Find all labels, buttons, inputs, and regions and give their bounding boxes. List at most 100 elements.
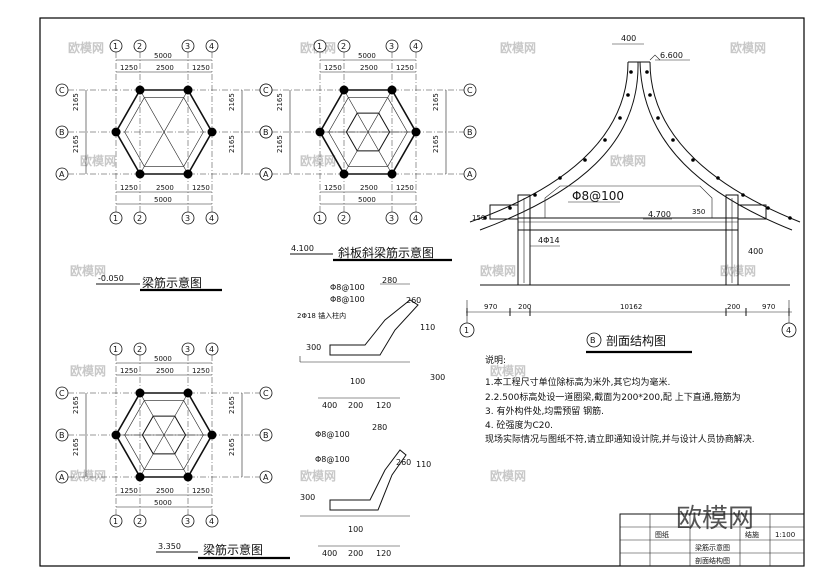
dim-text: 200	[348, 549, 363, 558]
axis-bubble	[181, 211, 195, 225]
rebar-dot	[583, 158, 587, 162]
axis-bubble	[109, 39, 123, 53]
dim-text: 300	[430, 373, 445, 382]
axis-label: C	[467, 86, 473, 95]
axis-label: 3	[389, 42, 394, 51]
note-line: 3. 有外构件处,均需预留 钢筋.	[485, 405, 604, 417]
dim-text: 200	[518, 303, 531, 311]
axis-label: 4	[209, 345, 214, 354]
rebar-dot	[508, 206, 512, 210]
dim-text: 280	[382, 276, 397, 285]
axis-bubble	[133, 39, 147, 53]
watermark-text: 欧模网	[730, 40, 766, 55]
column-node	[111, 430, 121, 440]
axis-label: 1	[113, 42, 118, 51]
axis-label: B	[467, 128, 473, 137]
plan-level: 4.100	[291, 244, 314, 253]
dim-text: 2165	[228, 93, 236, 111]
title-cell: 梁筋示意图	[695, 543, 730, 552]
dim-text: 5000	[154, 355, 172, 363]
axis-label: 1	[113, 345, 118, 354]
axis-bubble	[181, 342, 195, 356]
dim-text: 1250	[324, 64, 342, 72]
axis-bubble	[109, 514, 123, 528]
rebar-label: Φ8@100	[572, 189, 624, 203]
sheet-frame	[39, 17, 805, 567]
dim-text: 2500	[156, 184, 174, 192]
dim-text: 110	[416, 460, 431, 469]
axis-label: 3	[185, 214, 190, 223]
dim-text: 2500	[360, 64, 378, 72]
rebar-dot	[603, 138, 607, 142]
dim-text: 970	[484, 303, 497, 311]
note-line: 2.2.500标高处设一道圈梁,截面为200*200,配 上下直通,箍筋为	[485, 391, 741, 403]
column-node	[183, 169, 193, 179]
axis-bubble	[55, 470, 69, 484]
axis-bubble	[463, 167, 477, 181]
axis-label: C	[59, 86, 65, 95]
dim-text: 1250	[396, 64, 414, 72]
rebar-dot	[766, 206, 770, 210]
plan-caption: 梁筋示意图	[203, 542, 263, 557]
axis-label: 3	[185, 517, 190, 526]
axis-label: 2	[137, 214, 142, 223]
axis-bubble	[409, 211, 423, 225]
level-text: 6.600	[660, 51, 683, 60]
column-node	[183, 85, 193, 95]
rebar-dot	[645, 70, 649, 74]
axis-label: 2	[341, 214, 346, 223]
dim-text: 120	[376, 401, 391, 410]
column-node	[339, 169, 349, 179]
axis-bubble	[259, 470, 273, 484]
axis-label: 3	[185, 42, 190, 51]
dim-text: 2165	[228, 438, 236, 456]
axis-bubble	[205, 211, 219, 225]
dim-text: 2165	[432, 135, 440, 153]
radial-beam	[163, 392, 189, 436]
dim-text: 400	[322, 549, 337, 558]
rebar-dot	[656, 116, 660, 120]
note-line: 1.本工程尺寸单位除标高为米外,其它均为毫米.	[485, 376, 670, 388]
dim-text: 300	[300, 493, 315, 502]
dim-text: 2165	[72, 396, 80, 414]
dim-text: 100	[348, 525, 363, 534]
axis-label: 2	[137, 345, 142, 354]
column-node	[135, 85, 145, 95]
rebar-label: Φ8@100	[330, 283, 365, 292]
rebar-dot	[741, 193, 745, 197]
axis-bubble	[109, 211, 123, 225]
dim-text: 280	[372, 423, 387, 432]
axis-label: 4	[209, 214, 214, 223]
title-cell: 1:100	[775, 531, 795, 539]
column-node	[387, 169, 397, 179]
dim-text: 1250	[324, 184, 342, 192]
axis-label: 1	[113, 214, 118, 223]
title-cell: 结施	[745, 530, 759, 539]
rebar-dot	[788, 216, 792, 220]
axis-label: 1	[464, 326, 469, 335]
axis-bubble	[55, 386, 69, 400]
dim-text: 1250	[120, 184, 138, 192]
axis-bubble	[133, 514, 147, 528]
dim-text: 5000	[154, 52, 172, 60]
axis-label: A	[59, 170, 65, 179]
plan-caption: 梁筋示意图	[142, 275, 202, 290]
axis-bubble	[55, 125, 69, 139]
dim-text: 100	[350, 377, 365, 386]
axis-label: 4	[209, 517, 214, 526]
radial-beam	[367, 131, 393, 175]
axis-bubble	[181, 514, 195, 528]
rebar-label: Φ8@100	[315, 455, 350, 464]
axis-bubble	[313, 39, 327, 53]
axis-label: 3	[185, 345, 190, 354]
section-structure-diagram: 970 200 10162 200 970 1 4 B 剖面结构图 400 6.…	[459, 34, 801, 354]
dim-text: 1250	[120, 64, 138, 72]
axis-label: B	[59, 128, 65, 137]
rebar-dot	[671, 138, 675, 142]
dim-text: 1250	[120, 367, 138, 375]
rebar-dot	[618, 116, 622, 120]
